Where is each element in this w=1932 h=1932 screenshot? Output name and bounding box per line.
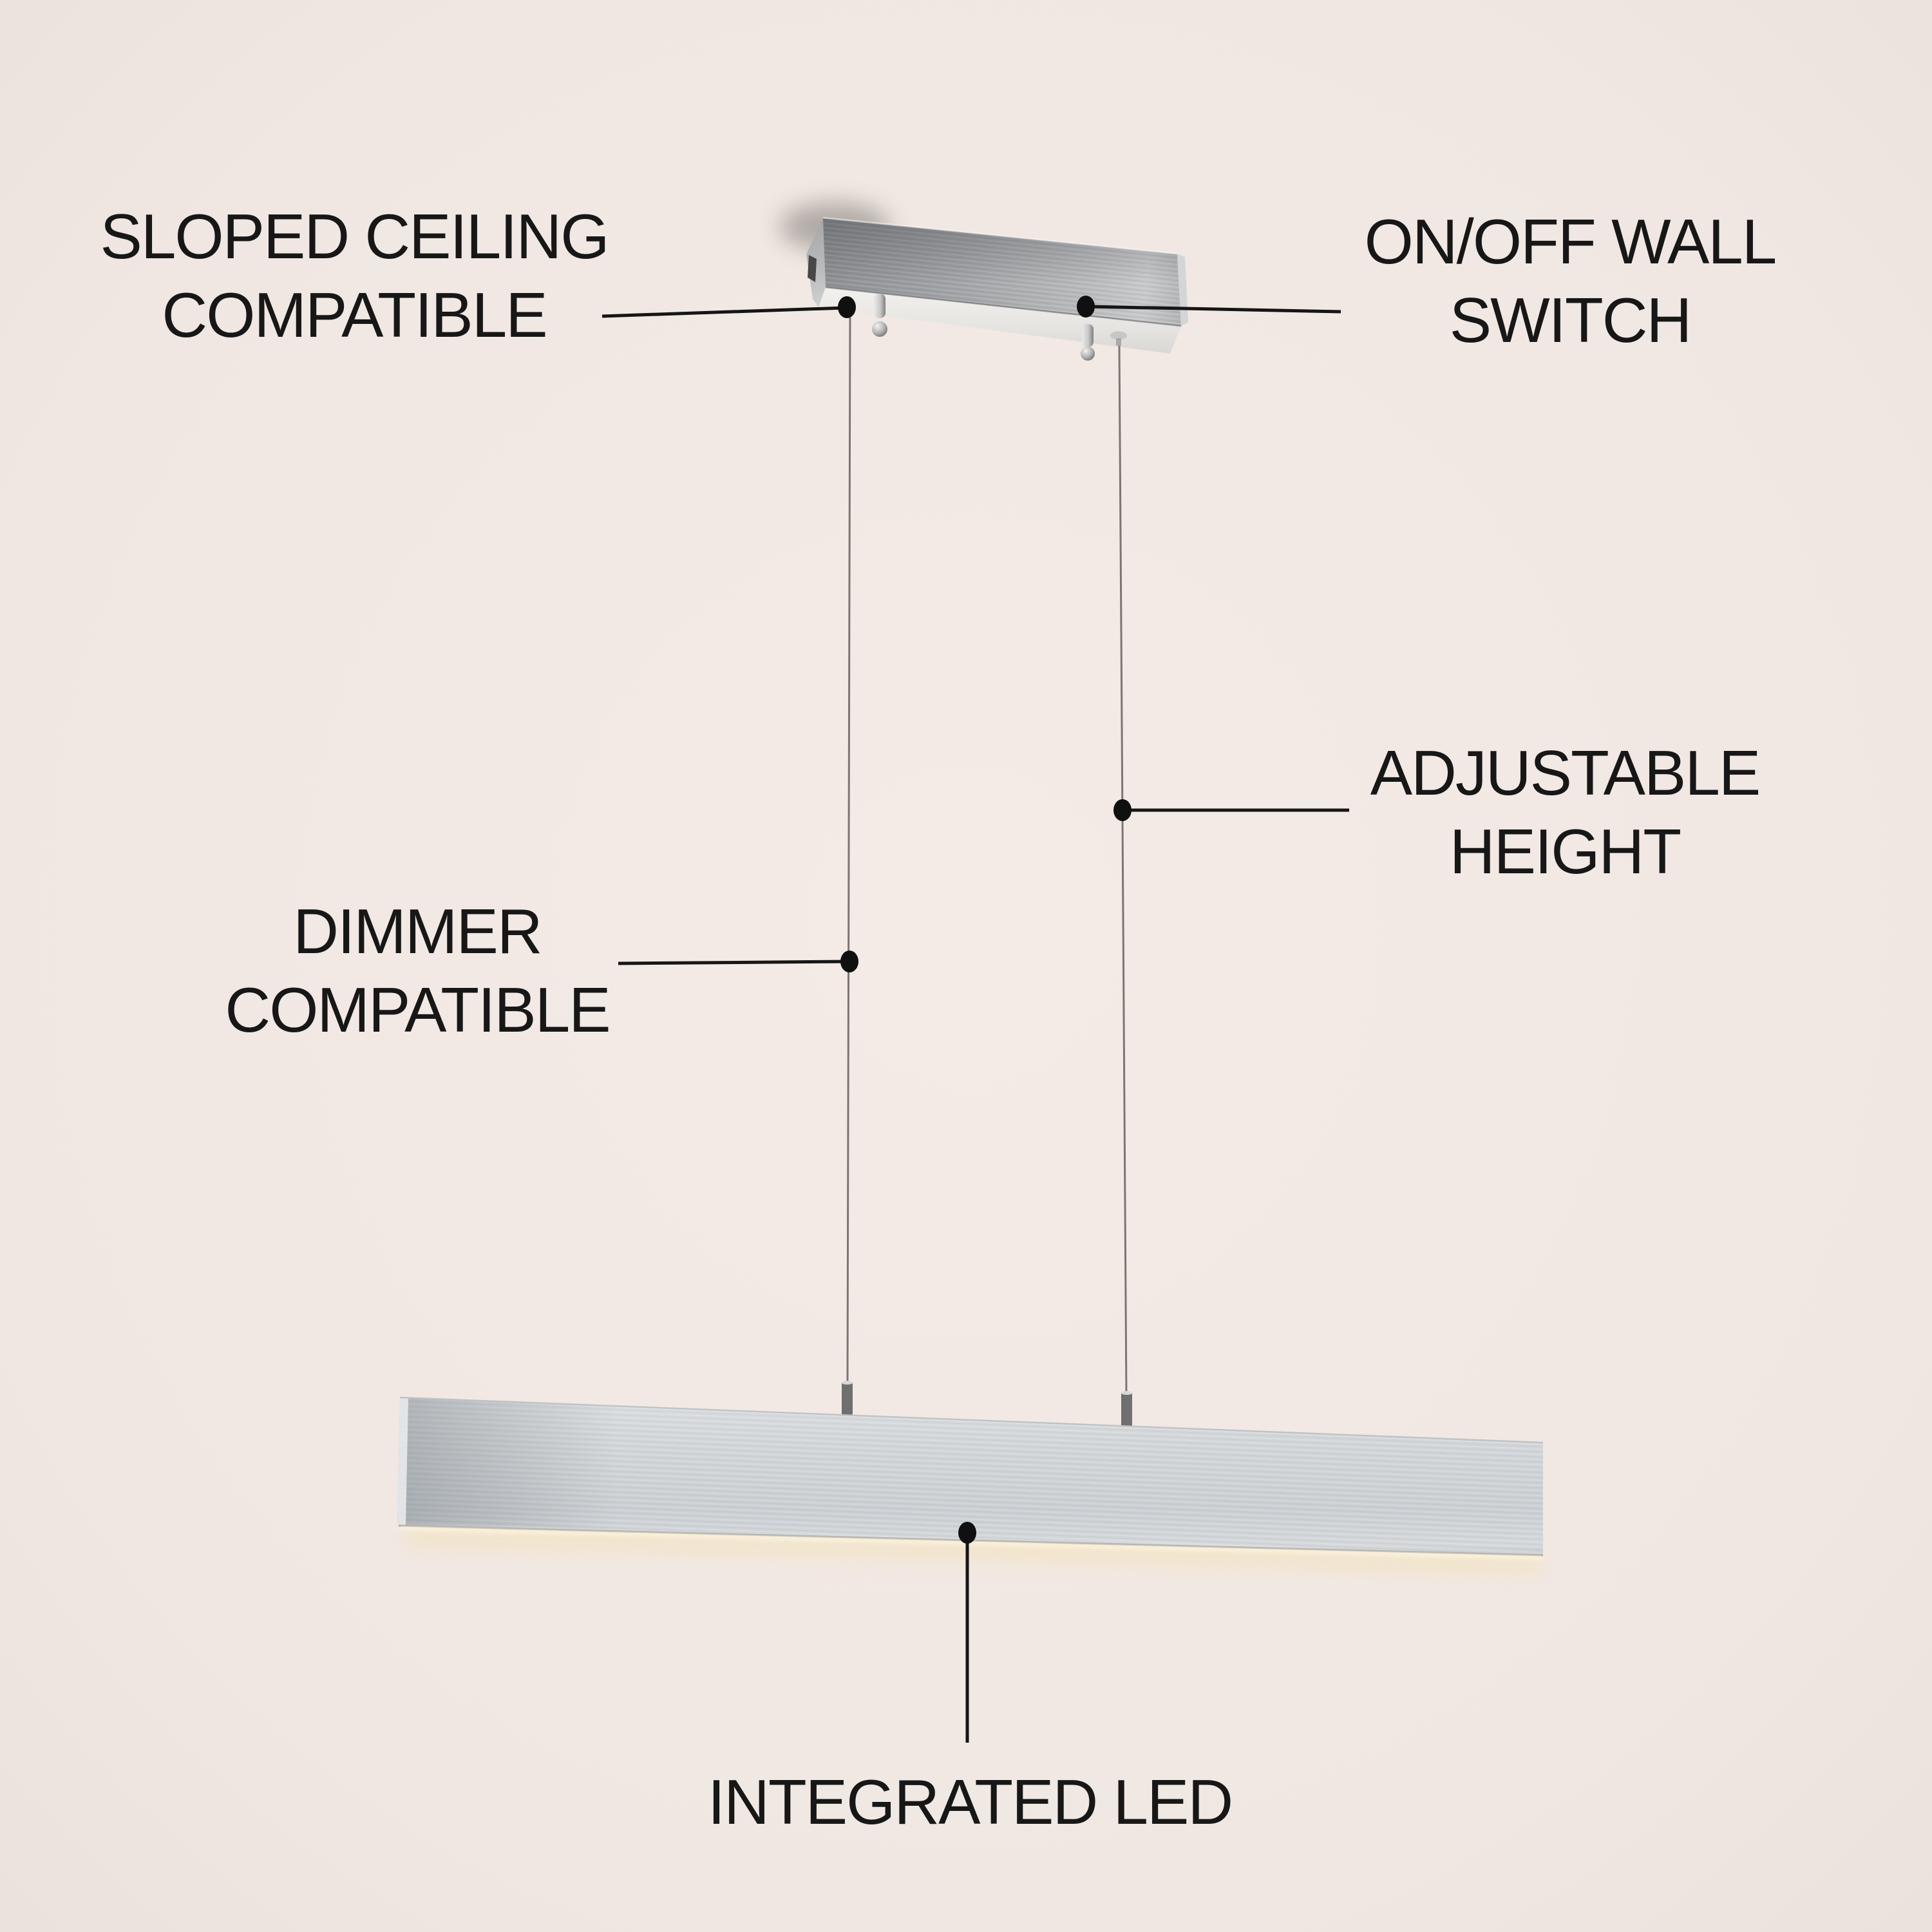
label-dimmer-line2: COMPATIBLE: [225, 974, 609, 1045]
label-wall-switch-line1: ON/OFF WALL: [1365, 206, 1776, 277]
bar-left-end-cap: [397, 1397, 408, 1526]
screw-tip: [1116, 338, 1121, 346]
callout-line-dimmer: [618, 960, 850, 965]
connector-left: [842, 1382, 853, 1416]
callout-dot: [1077, 296, 1095, 317]
callout-dots: [838, 296, 1132, 1544]
callout-line-sloped-ceiling: [601, 306, 846, 318]
ball-set-screw-right: [1081, 324, 1095, 361]
screw-shaft: [1082, 324, 1094, 347]
callout-dot: [958, 1522, 976, 1544]
canopy-hardware: [872, 294, 1127, 361]
canopy-top-highlight: [822, 216, 1178, 255]
ball-set-screw-left: [872, 294, 887, 337]
label-dimmer-line1: DIMMER: [293, 896, 541, 967]
label-sloped-ceiling-line1: SLOPED CEILING: [100, 201, 609, 272]
bar-left-shading: [397, 1397, 618, 1533]
light-bar: [397, 1396, 1544, 1575]
suspension-cable-right: [1118, 343, 1128, 1396]
connector-right: [1121, 1392, 1132, 1427]
callout-dot: [838, 296, 856, 318]
label-integrated-led: INTEGRATED LED: [708, 1766, 1232, 1837]
bar-cable-connectors: [842, 1381, 1132, 1427]
screw-shaft: [874, 294, 886, 318]
suspension-cable-left: [846, 311, 851, 1385]
label-adjustable-height-line1: ADJUSTABLE: [1370, 737, 1759, 808]
bar-brushed-texture: [397, 1397, 1543, 1555]
bar-top-edge: [399, 1396, 1544, 1444]
screw-head: [1110, 331, 1127, 340]
callout-dot: [840, 951, 858, 972]
canopy-cable-hole: [808, 255, 817, 282]
callout-lines: [601, 305, 1349, 1743]
canopy-bottom-edge: [825, 286, 1182, 327]
led-glow-soft: [405, 1524, 1541, 1575]
connector-left-top: [842, 1381, 853, 1385]
screw-ball: [872, 321, 887, 337]
connector-right-top: [1121, 1391, 1132, 1395]
flathead-screw: [1110, 331, 1127, 346]
screw-ball: [1081, 346, 1095, 361]
led-glow-line: [399, 1526, 1544, 1560]
label-adjustable-height-line2: HEIGHT: [1450, 816, 1680, 887]
callout-labels: SLOPED CEILING COMPATIBLE ON/OFF WALL SW…: [100, 201, 1777, 1837]
label-wall-switch-line2: SWITCH: [1450, 285, 1691, 355]
callout-line-wall-switch: [1087, 305, 1341, 314]
label-sloped-ceiling-line2: COMPATIBLE: [162, 279, 546, 350]
callout-dot: [1113, 799, 1132, 821]
